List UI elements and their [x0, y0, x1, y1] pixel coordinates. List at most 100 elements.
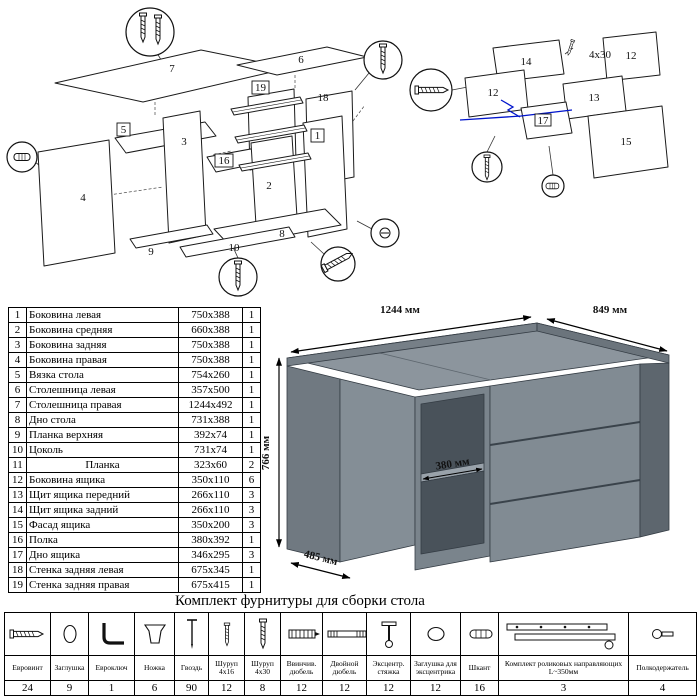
leader-lines — [451, 47, 574, 176]
hardware-qty-row: 24 9 1 6 90 12 8 12 12 12 12 16 3 4 — [4, 680, 697, 696]
screw-in-dowel-icon — [288, 629, 320, 639]
guide-lines — [108, 75, 366, 196]
callout-screws-top — [125, 7, 175, 57]
callout-cam-right — [370, 218, 400, 248]
groove-highlight — [459, 99, 573, 121]
label-5: 5 — [121, 124, 127, 136]
drawer-gap-2 — [489, 479, 641, 505]
hardware-kit-table: Евровинт Заглушка Евроключ Ножка Гвоздь … — [4, 612, 697, 696]
label-7: 7 — [169, 63, 175, 75]
drawer-facade-panel — [587, 105, 669, 179]
main-exploded-diagram: 7 6 19 18 5 3 16 2 1 4 8 10 9 — [6, 7, 403, 297]
callout-screw — [471, 151, 503, 183]
desk-kneehole — [339, 378, 416, 563]
dimension-annotations — [276, 315, 668, 579]
shelf-depth-arrow — [422, 467, 483, 481]
label-2: 2 — [266, 180, 272, 192]
part-drawer-carrier — [250, 135, 298, 226]
left-depth-arrow — [290, 562, 351, 579]
desk-shelf-opening-bottom — [420, 470, 485, 555]
cap-icon — [62, 624, 77, 644]
cam-lock-icon — [381, 621, 396, 648]
callout-confirmat-bottom-right — [320, 246, 356, 282]
screw-size-label: 4x30 — [589, 49, 612, 61]
part-number-labels: 14 12 12 13 17 15 — [488, 50, 637, 148]
label-12b: 12 — [626, 50, 637, 62]
double-dowel-icon — [327, 630, 366, 638]
callout-confirmat — [409, 68, 453, 112]
shelf-support-icon — [651, 629, 673, 639]
label-12a: 12 — [488, 87, 499, 99]
label-15: 15 — [621, 136, 633, 148]
confirmat-screw-icon — [9, 629, 43, 639]
callout-screw-right — [363, 40, 403, 80]
drawer-rails — [230, 96, 312, 172]
hex-key-icon — [101, 623, 124, 645]
depth-dimension: 849 мм — [593, 304, 628, 316]
label-6: 6 — [298, 54, 304, 66]
leg-icon — [143, 624, 167, 644]
label-10: 10 — [229, 242, 241, 254]
label-16: 16 — [219, 155, 231, 167]
label-1: 1 — [315, 130, 321, 142]
label-14: 14 — [521, 56, 533, 68]
callout-dowel — [541, 174, 565, 198]
shelf-depth-dimension: 380 мм — [435, 455, 471, 472]
label-18: 18 — [318, 92, 330, 104]
width-dimension: 1244 мм — [380, 304, 420, 316]
depth-arrow — [546, 318, 668, 352]
drawer-side-panel-right — [602, 31, 661, 82]
callout-screw-bottom — [218, 257, 258, 297]
drawer-exploded-diagram: 4x30 14 12 12 13 17 15 — [409, 31, 669, 198]
part-plank — [129, 224, 214, 249]
desk-left-panel — [286, 365, 341, 563]
screw-4x30-icon — [258, 618, 267, 649]
label-19: 19 — [255, 82, 267, 94]
screw-4x16-icon — [223, 622, 230, 647]
cam-cap-icon — [426, 626, 445, 642]
hardware-icons-row — [4, 612, 697, 656]
drawer-gap-1 — [489, 421, 641, 446]
wood-dowel-icon — [469, 629, 493, 639]
label-17: 17 — [538, 115, 550, 127]
part-plinth — [179, 226, 296, 258]
callout-dowel-left — [6, 141, 38, 173]
height-dimension: 766 мм — [260, 435, 272, 470]
label-13: 13 — [589, 92, 601, 104]
label-4: 4 — [80, 192, 86, 204]
part-number-labels: 7 6 19 18 5 3 16 2 1 4 8 10 9 — [80, 54, 329, 258]
roller-guides-icon — [506, 623, 615, 650]
hardware-labels-row: Евровинт Заглушка Евроключ Ножка Гвоздь … — [4, 655, 697, 681]
desk-right-side — [639, 362, 670, 538]
width-arrow — [290, 315, 532, 354]
part-side-left — [302, 115, 348, 238]
desk-render: 1244 мм 849 мм 766 мм 485 мм 380 мм — [260, 304, 670, 579]
label-9: 9 — [148, 246, 154, 258]
screw-size-note: 4x30 — [565, 39, 612, 61]
desk-drawer-unit — [489, 363, 641, 563]
label-8: 8 — [279, 228, 285, 240]
nail-icon — [186, 619, 197, 649]
label-3: 3 — [181, 136, 187, 148]
